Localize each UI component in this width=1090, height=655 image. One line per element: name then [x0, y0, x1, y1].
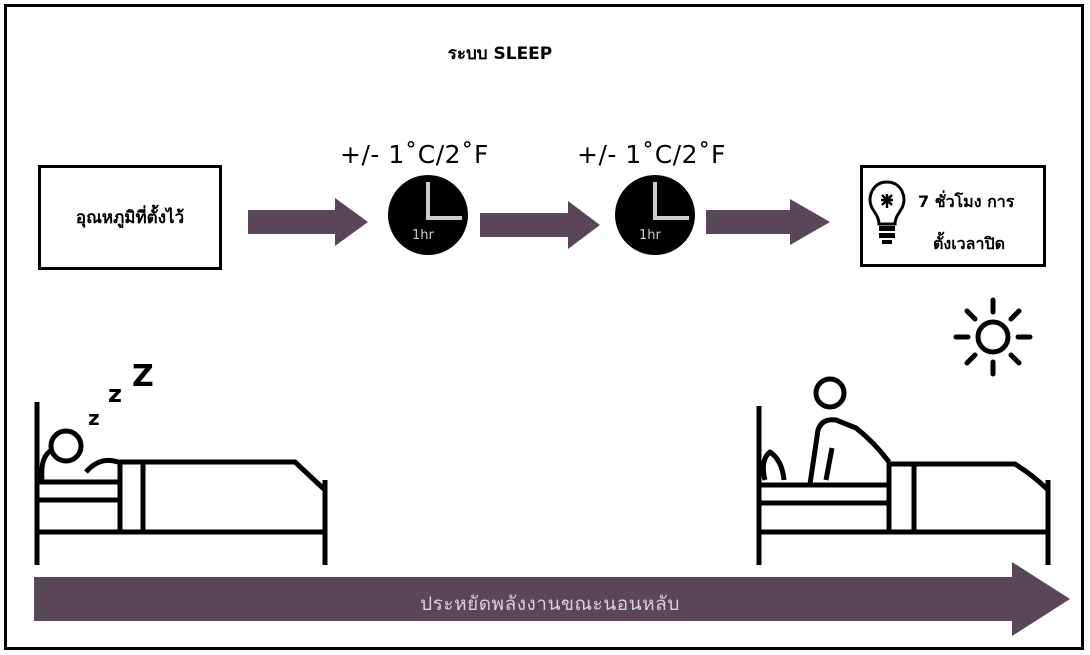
energy-saving-label: ประหยัดพลังงานขณะนอนหลับ	[420, 593, 680, 615]
clock-1-label: 1hr	[412, 228, 434, 243]
sleep-zzz-icon: z z Z	[88, 359, 154, 430]
set-temperature-label: อุณหภูมิที่ตั้งไว้	[75, 208, 185, 228]
moon-icon	[265, 318, 282, 347]
sun-icon	[953, 297, 1033, 377]
arrow-1	[248, 198, 368, 246]
set-temperature-box: อุณหภูมิที่ตั้งไว้	[38, 165, 222, 270]
sleeping-person-bed-icon	[34, 402, 328, 565]
lightbulb-icon	[868, 180, 906, 244]
arrow-3	[706, 199, 830, 245]
off-timer-box: 7 ชั่วโมง การ ตั้งเวลาปิด	[860, 165, 1046, 267]
svg-text:z: z	[88, 406, 100, 430]
clock-icon-2	[615, 175, 695, 255]
arrow-2	[480, 201, 600, 249]
diagram-title: ระบบ SLEEP	[447, 44, 553, 64]
clock-icon-1	[388, 175, 468, 255]
waking-person-bed-icon	[756, 376, 1051, 565]
svg-text:Z: Z	[132, 359, 154, 394]
clock-2-label: 1hr	[639, 228, 661, 243]
step-2-label: +/- 1˚C/2˚F	[577, 140, 726, 169]
bottom-arrow	[34, 562, 1070, 636]
svg-text:z: z	[108, 380, 122, 408]
off-timer-line2: ตั้งเวลาปิด	[933, 234, 1005, 253]
step-1-label: +/- 1˚C/2˚F	[340, 140, 489, 169]
off-timer-line1: 7 ชั่วโมง การ	[918, 192, 1015, 211]
diagram-frame	[4, 4, 1084, 650]
